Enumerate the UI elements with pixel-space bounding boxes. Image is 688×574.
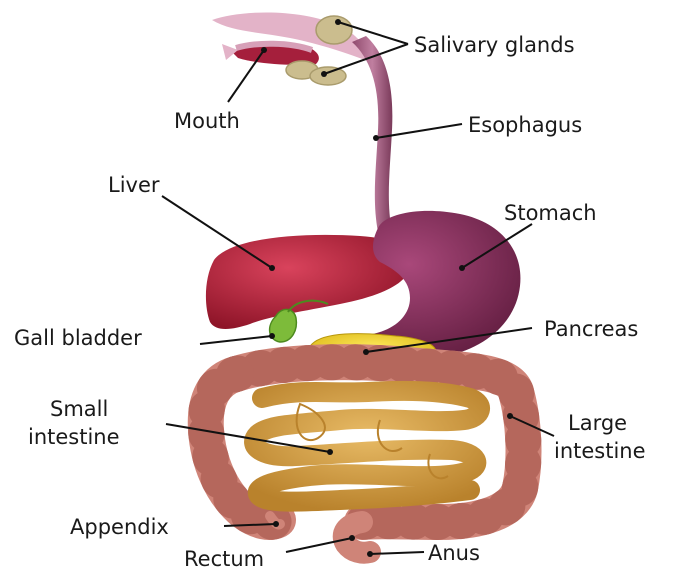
label-liver: Liver — [108, 173, 160, 197]
esophagus-illustration — [352, 36, 392, 232]
label-salivary-glands: Salivary glands — [414, 33, 575, 57]
label-anus: Anus — [428, 541, 480, 565]
label-pancreas: Pancreas — [544, 317, 638, 341]
label-gall-bladder: Gall bladder — [14, 326, 142, 350]
label-large-intestine-line1: Large — [568, 411, 627, 435]
label-rectum: Rectum — [184, 547, 264, 571]
label-small-intestine-line1: Small — [50, 397, 108, 421]
label-large-intestine-line2: intestine — [554, 439, 646, 463]
label-stomach: Stomach — [504, 201, 597, 225]
label-small-intestine-line2: intestine — [28, 425, 120, 449]
label-appendix: Appendix — [70, 515, 169, 539]
small-intestine-illustration — [254, 391, 480, 502]
label-mouth: Mouth — [174, 109, 240, 133]
label-esophagus: Esophagus — [468, 113, 582, 137]
